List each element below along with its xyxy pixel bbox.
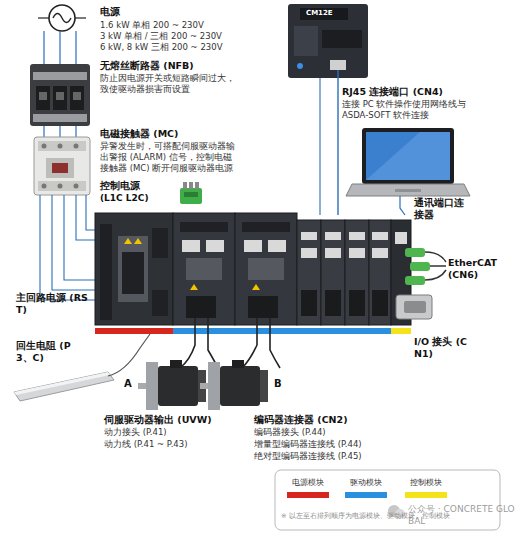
- callout-text: 动力接头 (P.41): [104, 427, 244, 438]
- callout-title: I/O 接头 (CN1): [414, 336, 470, 360]
- motor-cables: [180, 318, 280, 368]
- legend-frame: [275, 470, 500, 530]
- watermark: 公众号 · CONCRETE GLOBAL: [408, 504, 520, 527]
- circuit-breaker: [30, 64, 90, 126]
- module-bar: [391, 328, 411, 334]
- callout-title: 伺服驱动器输出 (UVW): [104, 414, 254, 426]
- ethercat-plugs: [405, 248, 446, 285]
- servo-drive-rack: [95, 213, 411, 325]
- module-bar: [95, 328, 173, 334]
- module-bar: [173, 328, 391, 334]
- laptop-pc: [346, 128, 470, 196]
- callout-letter: A: [124, 378, 138, 391]
- control-power-plug: [180, 182, 202, 204]
- legend-swatch: [405, 492, 447, 498]
- callout-title: 控制电源: [100, 180, 190, 192]
- callout-title: 编码器连接器 (CN2): [254, 414, 424, 426]
- magnetic-contactor: [34, 137, 90, 195]
- spec-line: 1.6 kW 单相 200 ~ 230V: [100, 20, 260, 31]
- callout-title: 无熔丝断路器 (NFB): [100, 60, 260, 72]
- callout-text: 编码器接头 (P.44): [254, 427, 424, 438]
- callout-title: RJ45 连接端口 (CN4): [342, 86, 512, 98]
- callout-text: 绝对型编码器连接线 (P.45): [254, 451, 424, 462]
- legend-text: 电源模块: [281, 477, 335, 488]
- regen-resistor: [14, 334, 150, 401]
- callout-text: 动力线 (P.41 ~ P.43): [104, 439, 244, 450]
- pin-name: (L1C L2C): [100, 193, 190, 205]
- callout-title: 电源: [100, 6, 190, 19]
- servo-motor: [200, 360, 268, 410]
- legend-swatch: [345, 492, 387, 498]
- callout-title: 回生电阻 (P3、C): [16, 340, 74, 364]
- servo-motor: [138, 360, 206, 410]
- callout-title: 电磁接触器 (MC): [100, 128, 260, 140]
- callout-title: 主回路电源 (RST): [16, 292, 96, 316]
- spec-line: 3 kW 单相 / 三相 200 ~ 230V: [100, 31, 260, 42]
- ac-source-symbol: [38, 5, 86, 66]
- legend-text: 驱动模块: [339, 477, 393, 488]
- callout-text: 连接 PC 软件操作使用网络线与 ASDA-SOFT 软件连接: [342, 99, 474, 121]
- power-wires: [40, 195, 95, 300]
- callout-title: EtherCAT (CN6): [448, 257, 508, 281]
- callout-text: 防止因电源开关或短路瞬间过大，致使驱动器损害而设置: [100, 73, 236, 95]
- callout-letter: B: [274, 378, 288, 391]
- controller-module: [288, 4, 368, 78]
- spec-line: 6 kW, 8 kW 三相 200 ~ 230V: [100, 42, 260, 53]
- module-label: CM12E: [306, 9, 346, 18]
- callout-text: 增量型编码器连接线 (P.44): [254, 439, 424, 450]
- legend-text: 控制模块: [399, 477, 453, 488]
- callout-title: 通讯端口连接器: [414, 197, 466, 221]
- legend-swatch: [287, 492, 329, 498]
- io-connector: [396, 295, 432, 319]
- callout-text: 异警发生时，可搭配伺服驱动器输出警报 (ALARM) 信号，控制电磁接触器 (M…: [100, 141, 240, 174]
